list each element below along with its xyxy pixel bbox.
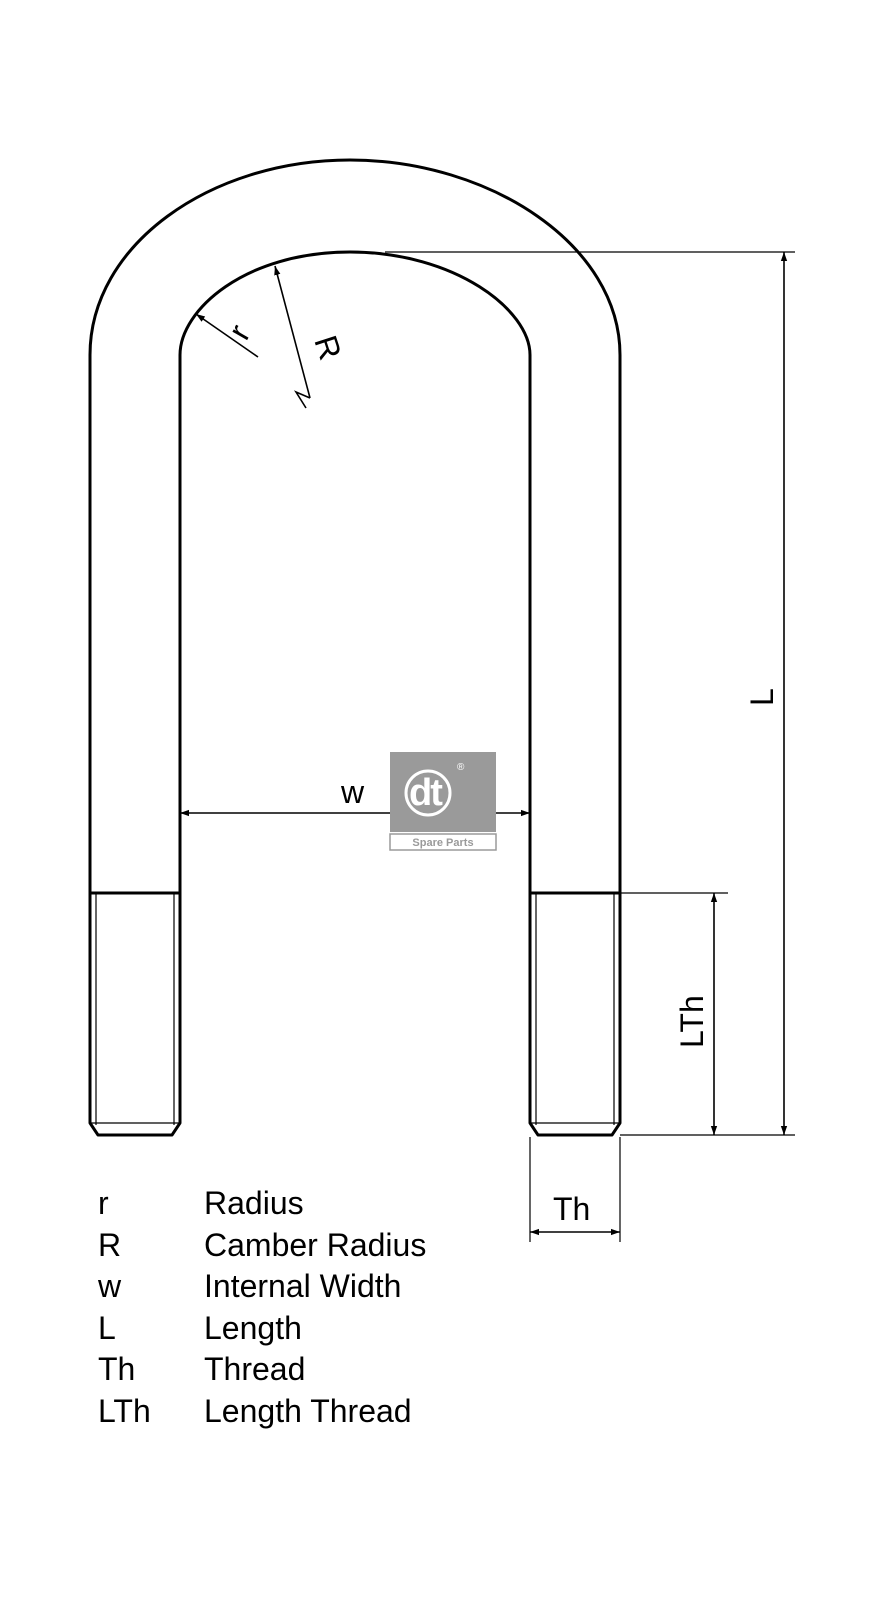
- legend-row: Th Thread: [98, 1351, 426, 1393]
- camber-radius-dimension: R: [274, 265, 349, 409]
- u-bolt-inner-outline: [178, 250, 532, 893]
- legend-row: LTh Length Thread: [98, 1393, 426, 1435]
- legend-description: Internal Width: [204, 1268, 402, 1304]
- thread-dimension: Th: [529, 1137, 621, 1242]
- logo-registered: ®: [457, 762, 465, 773]
- legend-symbol: L: [98, 1309, 116, 1346]
- internal-width-label: w: [340, 774, 365, 810]
- length-label: L: [744, 688, 780, 706]
- dt-spare-parts-logo: dt ® Spare Parts: [389, 752, 497, 851]
- length-thread-label: LTh: [674, 995, 710, 1048]
- legend-symbol: LTh: [98, 1392, 151, 1429]
- logo-mark: dt: [409, 772, 443, 814]
- legend-row: r Radius: [98, 1185, 426, 1227]
- legend-symbol: w: [98, 1268, 122, 1304]
- left-thread-end: [88, 891, 182, 1137]
- legend-symbol: R: [98, 1226, 122, 1263]
- legend-symbol: r: [98, 1185, 109, 1221]
- length-thread-dimension: LTh: [620, 892, 728, 1135]
- length-dimension: L: [385, 251, 795, 1136]
- radius-r-dimension: r: [195, 313, 259, 358]
- right-thread-end: [528, 891, 622, 1137]
- camber-radius-label: R: [307, 331, 348, 364]
- legend-row: w Internal Width: [98, 1268, 426, 1310]
- logo-subtitle: Spare Parts: [412, 837, 473, 849]
- legend-description: Length Thread: [204, 1392, 412, 1429]
- legend-symbol: Th: [98, 1351, 136, 1387]
- legend-description: Thread: [204, 1351, 306, 1387]
- legend-description: Camber Radius: [204, 1226, 427, 1263]
- legend-description: Radius: [204, 1185, 304, 1221]
- radius-r-label: r: [221, 318, 258, 346]
- thread-label: Th: [553, 1191, 590, 1227]
- legend-row: R Camber Radius: [98, 1227, 426, 1269]
- dimension-legend: r Radius R Camber Radius w Internal Widt…: [98, 1185, 426, 1434]
- legend-description: Length: [204, 1309, 302, 1346]
- legend-row: L Length: [98, 1310, 426, 1352]
- u-bolt-outer-outline: [88, 158, 622, 893]
